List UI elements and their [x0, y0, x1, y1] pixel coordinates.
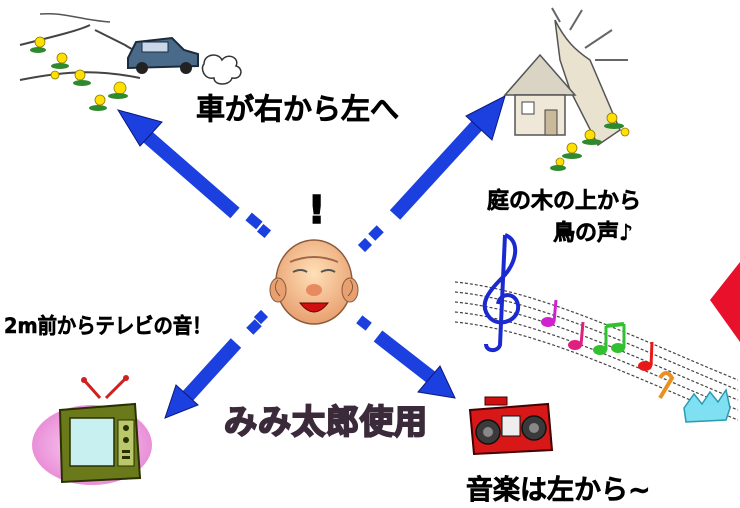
arrow-to-tv [164, 309, 269, 419]
music-label: 音楽は左から~ [466, 475, 651, 507]
arrow-to-tree [357, 95, 506, 253]
elderly-face-icon [269, 239, 359, 325]
television-icon [32, 375, 152, 485]
bird-label-line1: 庭の木の上から [487, 189, 642, 215]
tv-label: 2m前からテレビの音！ [4, 314, 212, 339]
music-notes-icon [454, 233, 739, 423]
tree-house-icon [503, 7, 630, 171]
bird-label-line2: 鳥の声♪ [553, 221, 634, 247]
red-pointer-icon [710, 262, 740, 342]
arrow-to-car [116, 109, 272, 239]
radio-cassette-icon [468, 396, 554, 456]
product-label: みみ太郎使用 [223, 401, 428, 442]
car-scene-icon [19, 12, 242, 111]
exclaim-mark: ! [307, 187, 326, 233]
car-label: 車が右から左へ [196, 92, 400, 127]
arrow-to-music [356, 315, 456, 399]
